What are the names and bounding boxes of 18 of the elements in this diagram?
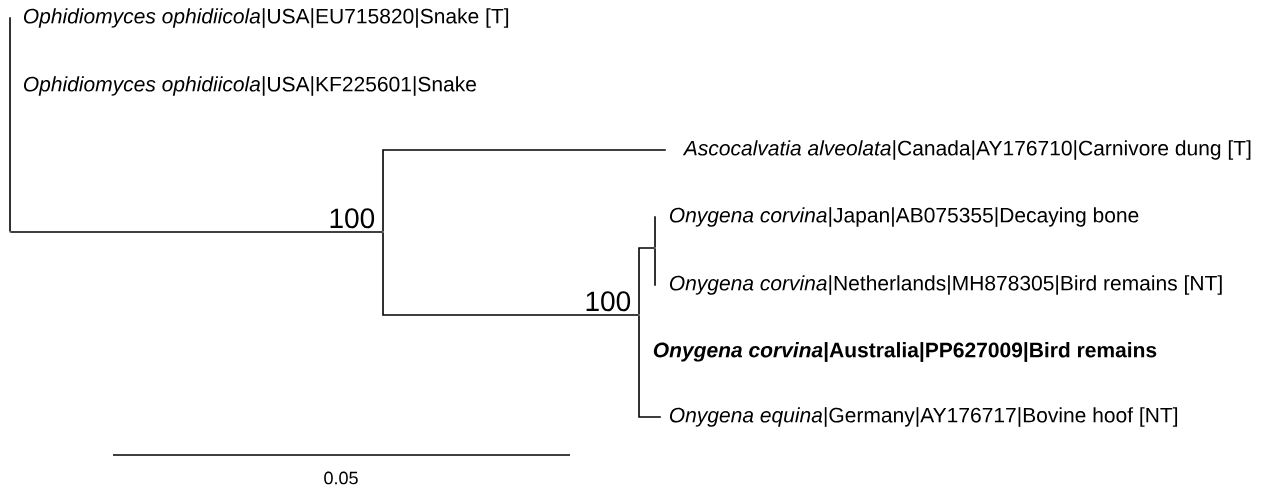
tree-branch bbox=[10, 231, 383, 233]
tree-branch bbox=[638, 247, 655, 315]
tree-branch bbox=[654, 216, 656, 248]
tree-branch bbox=[638, 315, 661, 418]
leaf-label: Onygena equina|Germany|AY176717|Bovine hoof [NT] bbox=[669, 407, 1178, 427]
leaf-label: Onygena corvina|Australia|PP627009|Bird remains bbox=[653, 342, 1157, 362]
tree-branch bbox=[9, 17, 11, 232]
tree-branch bbox=[382, 149, 666, 232]
leaf-label: Ophidiomyces ophidiicola|USA|EU715820|Snake [T] bbox=[23, 8, 509, 28]
leaf-label: Onygena corvina|Netherlands|MH878305|Bird remains [NT] bbox=[669, 275, 1222, 295]
tree-branch bbox=[654, 248, 656, 286]
tree-branch bbox=[382, 232, 639, 316]
scale-label: 0.05 bbox=[324, 471, 358, 485]
bootstrap-value: 100 bbox=[586, 291, 631, 312]
leaf-label: Ascocalvatia alveolata|Canada|AY176710|Carnivore dung [T] bbox=[682, 140, 1251, 160]
leaf-label: Ophidiomyces ophidiicola|USA|KF225601|Snake bbox=[23, 76, 476, 96]
leaf-label: Onygena corvina|Japan|AB075355|Decaying bone bbox=[669, 207, 1139, 227]
bootstrap-value: 100 bbox=[330, 208, 375, 229]
